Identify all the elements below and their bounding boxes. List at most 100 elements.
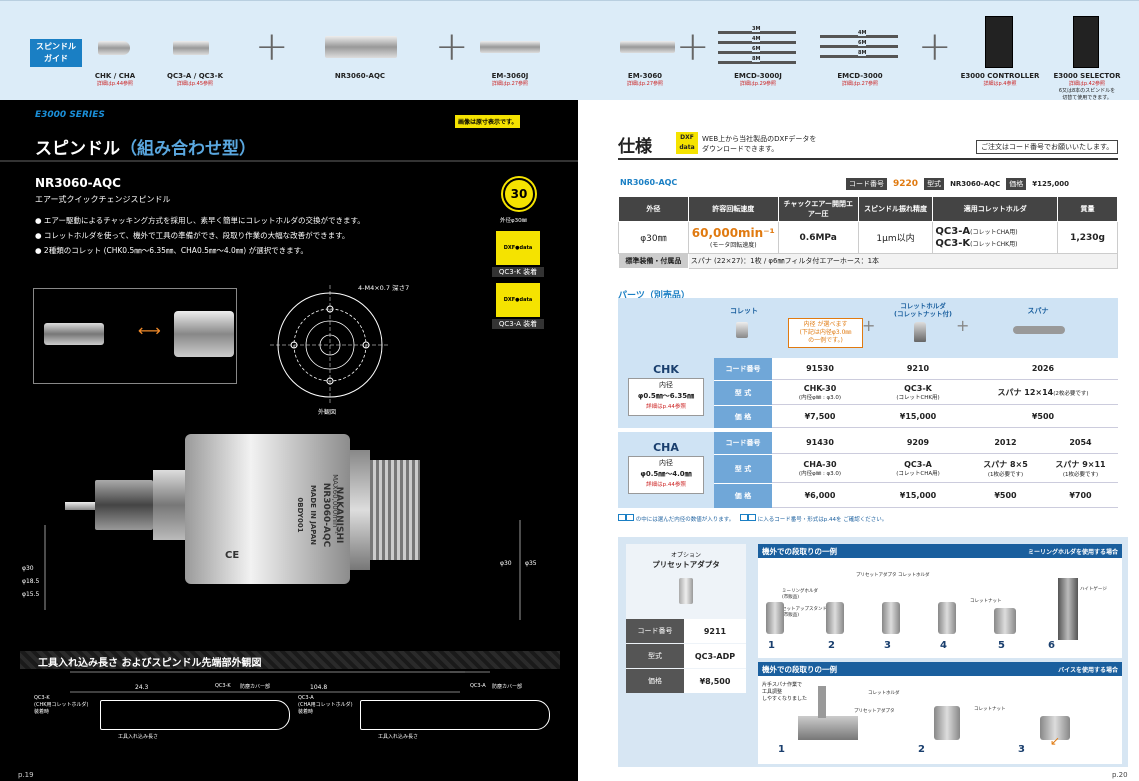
chk-range-box: 内径 φ0.5㎜～6.35㎜ 詳細はp.44参照	[628, 378, 704, 416]
chk-row-code: コード番号	[714, 358, 772, 380]
ce-mark: CE	[225, 550, 240, 561]
order-note: ご注文はコード番号でお願いいたします。	[976, 140, 1119, 154]
cable-set: 4M 6M 8M	[820, 30, 900, 63]
table-footnote: の中には選んだ内径の数値が入ります。 に入るコード番号・形式はp.44を ご確認…	[618, 514, 887, 523]
col-spanner: スパナ	[1027, 307, 1049, 315]
cha-row-type: 型 式	[714, 455, 772, 483]
code-type-price-row: コード番号 9220 型式 NR3060-AQC 価格 ¥125,000	[846, 177, 1122, 191]
chk-name: CHK	[653, 362, 679, 376]
model-name: NR3060-AQC	[35, 176, 121, 190]
chk-spanner-code: 2026	[968, 358, 1118, 380]
col-holder: コレットホルダ (コレットナット付)	[894, 302, 952, 318]
cha-spanner2-code: 2054	[1043, 432, 1118, 454]
holder-image	[173, 41, 209, 55]
spec-table: 外径 許容回転速度 チャックエアー開閉エアー圧 スピンドル振れ精度 適用コレット…	[618, 196, 1119, 269]
product-nr3060-aqc[interactable]: NR3060-AQC	[334, 72, 386, 80]
controller-image	[985, 16, 1013, 68]
cha-row-code: コード番号	[714, 432, 772, 454]
chk-holder-code: 9210	[868, 358, 968, 380]
option-type-label: 型式	[626, 644, 684, 668]
cha-row-price: 価 格	[714, 484, 772, 508]
collet-icon	[736, 322, 748, 338]
page-number-right: p.20	[1112, 771, 1128, 779]
collet-image	[98, 41, 130, 55]
setup1-header: 機外での段取りの一例 ミーリングホルダを使用する場合	[758, 544, 1122, 558]
plus-icon: +	[956, 316, 970, 335]
hole-callout: 4-M4×0.7 深さ7	[358, 284, 410, 292]
chk-spanner-type: スパナ 12×14(2枚必要です)	[968, 381, 1118, 405]
motor-image	[620, 41, 675, 53]
cha-spanner2-price: ¥700	[1043, 484, 1118, 508]
dim-phi30-left: φ30	[22, 565, 34, 572]
plus-icon: +	[862, 316, 876, 335]
spanner-icon	[1013, 326, 1065, 334]
chk-collet-price: ¥7,500	[772, 406, 868, 428]
plus-icon: +	[918, 24, 952, 70]
spindle-guide-tag: スピンドル ガイド	[30, 39, 82, 67]
option-type: QC3-ADP	[684, 644, 746, 668]
option-code-label: コード番号	[626, 619, 684, 643]
cha-spanner2-type: スパナ 9×11(1枚必要です)	[1043, 455, 1118, 483]
option-price-label: 価格	[626, 669, 684, 693]
cha-holder-price: ¥15,000	[868, 484, 968, 508]
plus-icon: +	[676, 24, 710, 70]
holder-icon	[914, 322, 926, 342]
chk-holder-price: ¥15,000	[868, 406, 968, 428]
photo-note-badge: 画像は原寸表示です。	[455, 115, 521, 128]
chk-spanner-price: ¥500	[968, 406, 1118, 428]
insertion-length-header: 工具入れ込み長さ およびスピンドル先端部外観図	[20, 651, 560, 669]
option-price: ¥8,500	[684, 669, 746, 693]
dim-phi18-5: φ18.5	[22, 578, 40, 585]
series-label: E3000 SERIES	[35, 110, 105, 120]
mini-drawings: QC3-K (CHK用コレットホルダ) 装着時 QC3-A (CHA用コレットホ…	[0, 675, 578, 765]
cha-spanner1-price: ¥500	[968, 484, 1043, 508]
setup2-panel: 片手スパナ作業で 工具調整 しやすくなりました コレットホルダ プリセットアダプ…	[758, 676, 1122, 764]
chk-row-type: 型 式	[714, 381, 772, 405]
spindle-image	[325, 36, 397, 58]
chk-collet-type: CHK-30(内径φ㎜ : φ3.0)	[772, 381, 868, 405]
cha-spanner1-code: 2012	[968, 432, 1043, 454]
dxf-qc3a-button[interactable]: DXF●data QC3-K 装着 QC3-A 装着	[492, 283, 544, 331]
diameter-badge-caption: 外径φ30㎜	[500, 218, 528, 224]
cha-range-box: 内径 φ0.5㎜～4.0㎜ 詳細はp.44参照	[628, 456, 704, 494]
spindle-photo-inset: ⟷	[33, 288, 237, 384]
chk-collet-code: 91530	[772, 358, 868, 380]
cha-collet-price: ¥6,000	[772, 484, 868, 508]
motor-image	[480, 41, 540, 53]
cable-set-j: 3M 4M 6M 8M	[718, 26, 798, 69]
dxf-note: WEB上から当社製品のDXFデータをダウンロードできます。	[702, 135, 817, 153]
spec-model: NR3060-AQC	[620, 178, 678, 187]
dim-phi30-right: φ30	[500, 560, 512, 567]
plus-icon: +	[255, 24, 289, 70]
chk-row-price: 価 格	[714, 406, 772, 428]
preset-adapter-icon	[679, 578, 693, 604]
feature-3: ● 2種類のコレット (CHK0.5㎜～6.35㎜、CHA0.5㎜～4.0㎜) …	[35, 246, 308, 255]
left-page: E3000 SERIES 画像は原寸表示です。 スピンドル（組み合わせ型） NR…	[0, 100, 578, 781]
feature-1: ● エアー駆動によるチャッキング方式を採用し、素早く簡単にコレットホルダの交換が…	[35, 216, 365, 225]
inner-diameter-note: 内径 が選べます (下記は内径φ3.0㎜ の一例です。)	[788, 318, 863, 348]
dim-24-3: 24.3	[135, 684, 149, 691]
outline-drawing	[270, 285, 390, 405]
outline-caption: 外観図	[318, 409, 337, 416]
dxf-qc3k-button[interactable]: DXF●data QC3-K 装着	[492, 231, 544, 279]
col-collet: コレット	[730, 307, 758, 315]
cha-holder-type: QC3-A(コレットCHA用)	[868, 455, 968, 483]
dim-104-8: 104.8	[310, 684, 327, 691]
cha-name: CHA	[653, 440, 679, 454]
dim-phi15-5: φ15.5	[22, 591, 40, 598]
page-title: スピンドル（組み合わせ型）	[35, 139, 256, 159]
turn-arrow-icon: ↙	[1050, 734, 1061, 748]
cha-collet-code: 91430	[772, 432, 868, 454]
option-code: 9211	[684, 619, 746, 643]
parts-title: パーツ（別売品）	[618, 291, 690, 301]
